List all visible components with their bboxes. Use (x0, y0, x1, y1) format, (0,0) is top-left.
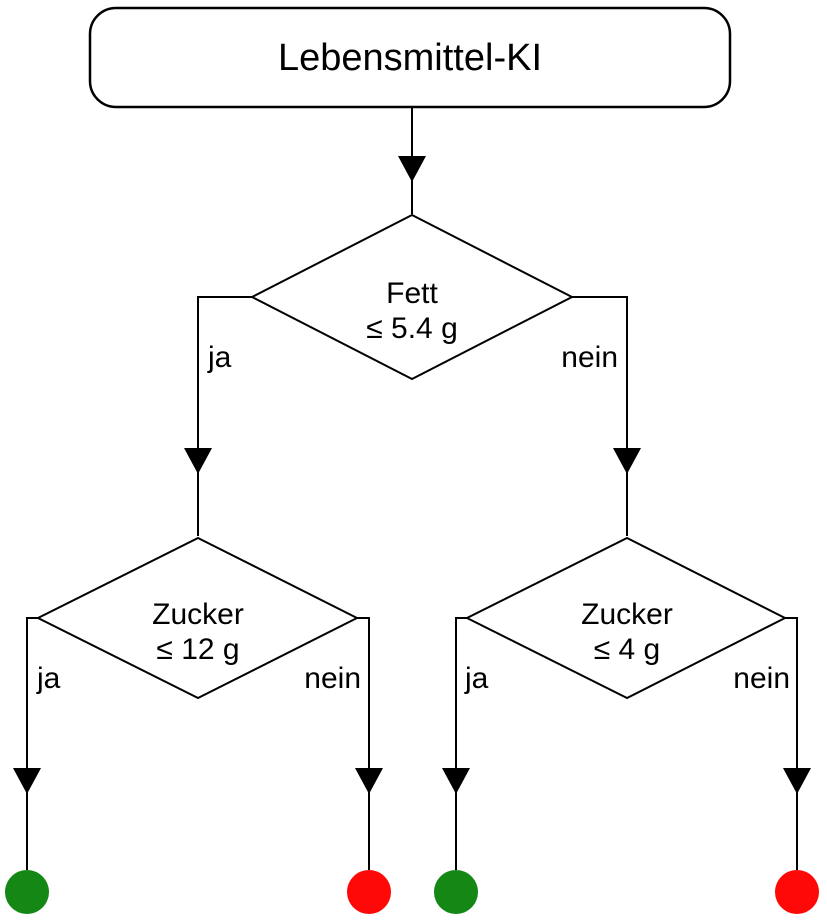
decision-diamond (35, 536, 360, 700)
edge-line (26, 617, 38, 870)
arrowhead-icon (613, 448, 641, 474)
decision-attribute: Zucker (581, 598, 673, 631)
edge-label-nein: nein (561, 341, 618, 374)
edge-zucker-links-nein: nein (304, 617, 383, 870)
root-node: Lebensmittel-KI (88, 6, 732, 109)
root-node-box (88, 6, 732, 109)
decision-node-zucker-links: Zucker ≤ 12 g (35, 536, 360, 700)
edge-line (572, 296, 628, 536)
arrowhead-icon (184, 448, 212, 474)
edge-line (455, 617, 467, 870)
edge-zucker-rechts-ja: ja (442, 617, 489, 870)
leaf-node-green-2 (434, 870, 478, 914)
decision-node-zucker-rechts: Zucker ≤ 4 g (464, 536, 788, 700)
edge-zucker-links-ja: ja (13, 617, 61, 870)
edge-root-to-fett (398, 107, 426, 214)
arrowhead-icon (13, 768, 41, 794)
edge-fett-nein: nein (561, 296, 641, 536)
decision-condition: ≤ 5.4 g (366, 312, 458, 345)
edge-label-ja: ja (464, 662, 489, 695)
root-node-label: Lebensmittel-KI (278, 37, 542, 79)
leaf-node-red-2 (775, 870, 819, 914)
decision-diamond (249, 213, 575, 381)
edge-label-nein: nein (304, 662, 361, 695)
leaf-node-green-1 (5, 870, 49, 914)
decision-diamond (464, 536, 788, 700)
arrowhead-icon (398, 156, 426, 182)
arrowhead-icon (442, 768, 470, 794)
decision-condition: ≤ 4 g (594, 633, 661, 666)
edge-line (197, 296, 252, 536)
arrowhead-icon (355, 768, 383, 794)
decision-condition: ≤ 12 g (156, 633, 239, 666)
edge-label-ja: ja (36, 662, 61, 695)
decision-node-fett: Fett ≤ 5.4 g (249, 213, 575, 381)
edge-label-nein: nein (733, 662, 790, 695)
decision-attribute: Fett (386, 277, 438, 310)
edge-zucker-rechts-nein: nein (733, 617, 811, 870)
edge-fett-ja: ja (184, 296, 252, 536)
edge-line (785, 617, 798, 870)
leaf-node-red-1 (347, 870, 391, 914)
edge-line (357, 617, 370, 870)
edge-label-ja: ja (207, 341, 232, 374)
arrowhead-icon (783, 768, 811, 794)
decision-attribute: Zucker (152, 598, 244, 631)
